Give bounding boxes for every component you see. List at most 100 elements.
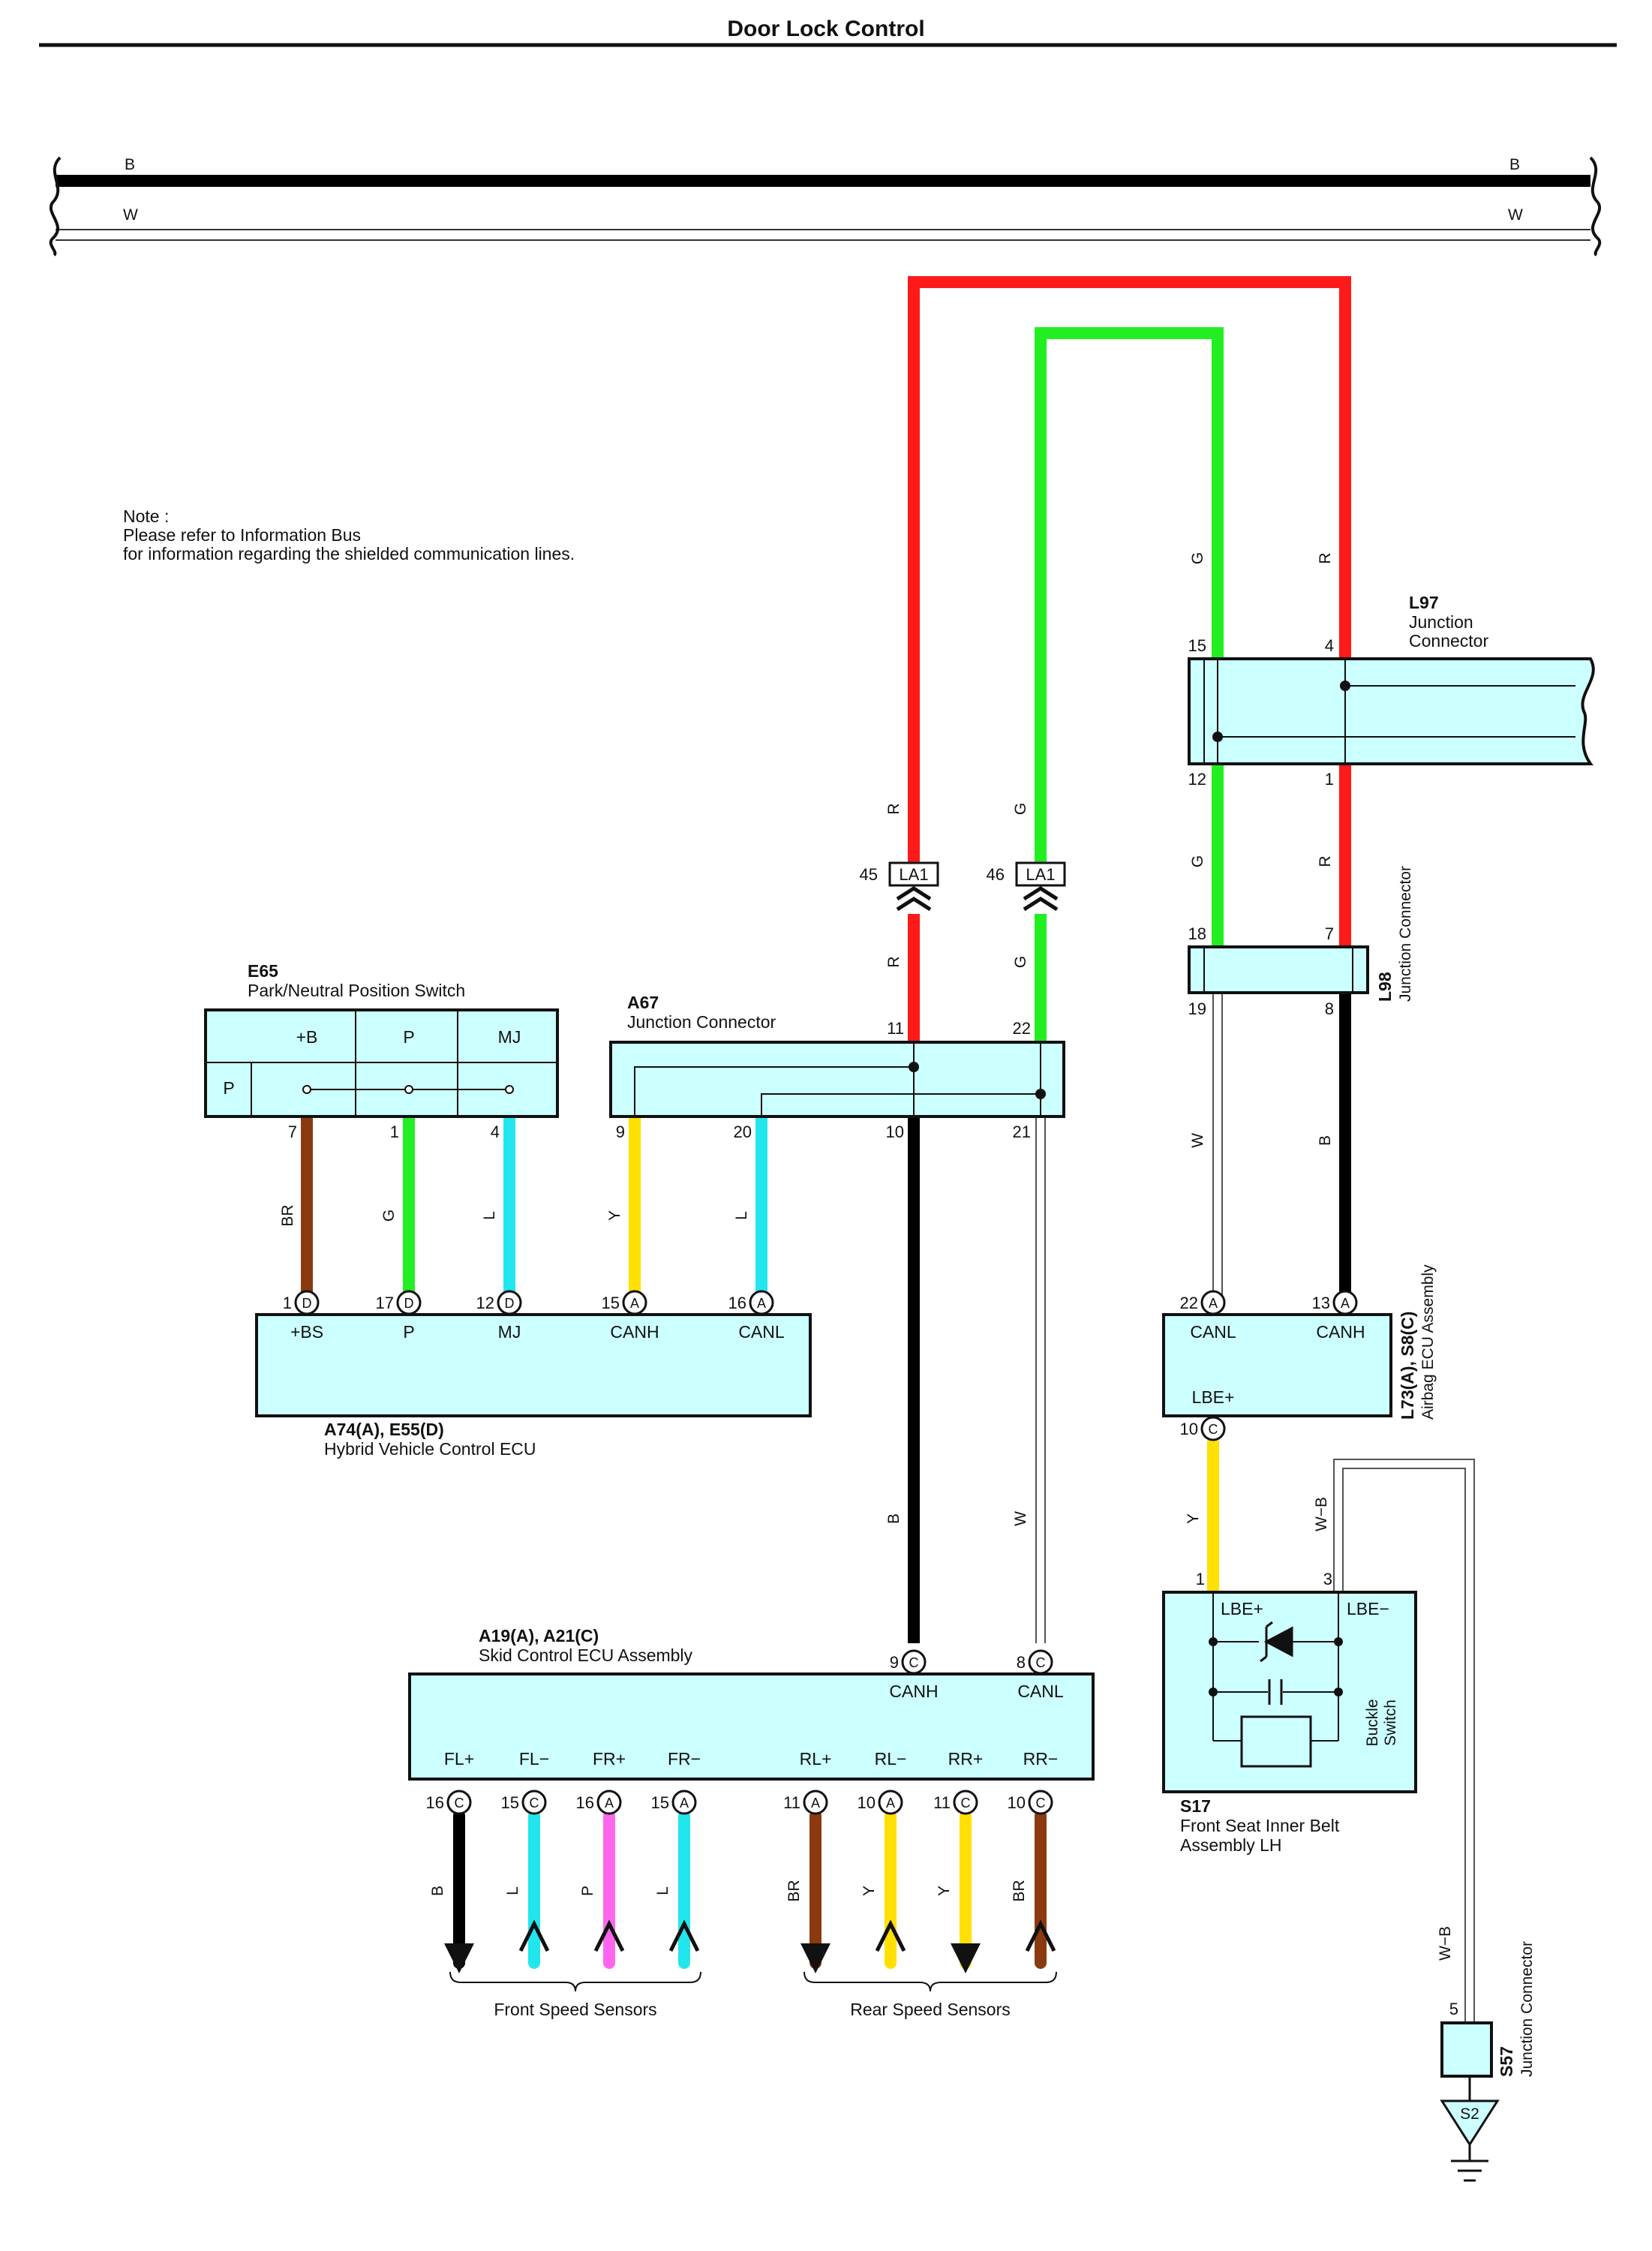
s17-node-1 — [1209, 1637, 1218, 1646]
skid-rrplus-term: RR+ — [948, 1749, 984, 1769]
skid-rlplus-conn: A — [811, 1796, 820, 1811]
note: Note : Please refer to Information Bus f… — [123, 506, 575, 564]
ecu-pin-circle-12 — [497, 1290, 522, 1315]
a67-bus-2 — [761, 1093, 1041, 1116]
l98-id: L98 — [1375, 972, 1395, 1002]
skid-frplus-term: FR+ — [593, 1749, 626, 1769]
l97-junction-connector: L97 Junction Connector 15 4 12 1 — [1188, 593, 1595, 789]
s17-zener-diode — [1260, 1621, 1293, 1663]
ecu-id: A74(A), E55(D) — [324, 1420, 444, 1439]
skid-conn-9: C — [909, 1655, 919, 1670]
skid-rlplus-pin-circle — [803, 1790, 828, 1815]
l97-node-15 — [1212, 732, 1223, 742]
skid-rlplus-term: RL+ — [800, 1749, 832, 1769]
skid-flplus-conn: C — [455, 1796, 464, 1811]
a67-pin-9: 9 — [616, 1122, 625, 1141]
skid-frplus-arrow-up — [593, 1919, 625, 1952]
s17-node-4 — [1334, 1687, 1343, 1697]
wire-label-g-4: G — [1189, 855, 1206, 867]
skid-rrminus-pin: 10 — [1008, 1793, 1026, 1812]
skid-id: A19(A), A21(C) — [479, 1626, 599, 1645]
skid-pin-8: 8 — [1017, 1653, 1026, 1672]
airbag-term-canh: CANH — [1316, 1322, 1365, 1342]
wire-label-w-2: W — [1012, 1511, 1029, 1526]
l98-pin-19: 19 — [1188, 999, 1206, 1018]
skid-rlplus-pin: 11 — [783, 1793, 800, 1812]
la1-box-46 — [1015, 861, 1066, 887]
wire-label-r-2: R — [885, 956, 903, 967]
l97-node-4 — [1340, 681, 1350, 691]
airbag-ecu: CANL CANH LBE+ A 22 A 13 C 10 L73(A), S8… — [1162, 1264, 1437, 1441]
s17-pin-1: 1 — [1196, 1570, 1205, 1588]
note-line-1: Note : — [123, 506, 169, 526]
ecu-pin-15: 15 — [602, 1294, 620, 1312]
l97-pin-1: 1 — [1325, 770, 1334, 789]
s17-name-2: Assembly LH — [1180, 1835, 1281, 1855]
airbag-conn-13: A — [1341, 1296, 1350, 1311]
skid-rlplus-arrow-down — [800, 1943, 831, 1973]
skid-pin-circle-8 — [1028, 1649, 1053, 1675]
e65-id: E65 — [248, 961, 278, 981]
airbag-pin-circle-22 — [1200, 1290, 1226, 1315]
wires — [301, 276, 1475, 2101]
ecu-conn-12: D — [505, 1296, 515, 1311]
s17-resistor — [1240, 1715, 1312, 1768]
wire-label-wb-1: W−B — [1313, 1497, 1330, 1531]
e65-contact-p — [404, 1085, 413, 1094]
skid-rrplus-conn: C — [961, 1796, 971, 1811]
rear-sensors-brace — [803, 1971, 1057, 1992]
a67-node-red — [909, 1062, 919, 1072]
s17-switch-label-1: Buckle — [1364, 1699, 1381, 1746]
a67-id: A67 — [627, 993, 659, 1012]
skid-frplus-conn: A — [605, 1796, 614, 1811]
front-sensors-brace — [449, 1971, 701, 1992]
skid-frminus-pin-circle — [671, 1790, 697, 1815]
wire-red-loop — [908, 276, 1351, 874]
skid-rrplus-pin: 11 — [933, 1793, 951, 1812]
wire-green-loop — [1035, 327, 1224, 874]
airbag-term-lbe: LBE+ — [1192, 1387, 1235, 1407]
s17-belt-assembly: 1 3 LBE+ LBE− Buckle Switch S17 Front Se… — [1162, 1570, 1417, 1855]
ecu-term-canl: CANL — [738, 1322, 785, 1342]
ecu-pin-12: 12 — [476, 1294, 494, 1312]
s57-pin-5: 5 — [1449, 2000, 1458, 2018]
skid-frminus-pin: 15 — [651, 1793, 669, 1812]
la1-label-45: LA1 — [899, 865, 928, 884]
a67-box — [609, 1041, 1065, 1118]
la1-box-45 — [888, 861, 939, 887]
wire-wb-s17-s57-inner — [1342, 1468, 1466, 2023]
airbag-pin-circle-10 — [1200, 1416, 1226, 1441]
bus-break-left — [49, 156, 62, 257]
skid-frminus-term: FR− — [668, 1749, 701, 1769]
s17-switch-label-2: Switch — [1382, 1700, 1399, 1746]
s17-name-1: Front Seat Inner Belt — [1180, 1816, 1340, 1835]
e65-pin-7: 7 — [288, 1122, 297, 1141]
ecu-term-canh: CANH — [610, 1322, 659, 1342]
ecu-conn-1: D — [302, 1296, 312, 1311]
s17-pin-3: 3 — [1323, 1570, 1332, 1588]
ecu-pin-17: 17 — [376, 1294, 394, 1312]
skid-frplus-pin: 16 — [576, 1793, 594, 1812]
e65-term-p: P — [403, 1027, 414, 1047]
e65-name: Park/Neutral Position Switch — [248, 981, 465, 1000]
wire-label-b-1: B — [1317, 1135, 1334, 1146]
airbag-pin-13: 13 — [1312, 1294, 1330, 1312]
skid-flplus-pin: 16 — [426, 1793, 444, 1812]
skid-box — [408, 1672, 1095, 1781]
wire-label-y-2: Y — [1185, 1513, 1202, 1524]
ecu-term-mj: MJ — [498, 1322, 521, 1342]
l97-name-2: Connector — [1409, 631, 1488, 651]
s57-id: S57 — [1497, 2046, 1516, 2077]
wire-label-r-1: R — [885, 803, 903, 814]
skid-pin-9: 9 — [890, 1653, 899, 1672]
note-line-3: for information regarding the shielded c… — [123, 544, 575, 564]
airbag-box — [1162, 1313, 1392, 1417]
front-sensors-label: Front Speed Sensors — [494, 2000, 656, 2019]
wire-label-wb-2: W−B — [1437, 1926, 1454, 1961]
s17-node-2 — [1334, 1637, 1343, 1646]
wire-label-r-4: R — [1317, 855, 1334, 867]
skid-rlminus-arrow-up — [875, 1919, 906, 1952]
l97-pin-15: 15 — [1188, 636, 1206, 655]
ecu-conn-17: D — [404, 1296, 414, 1311]
